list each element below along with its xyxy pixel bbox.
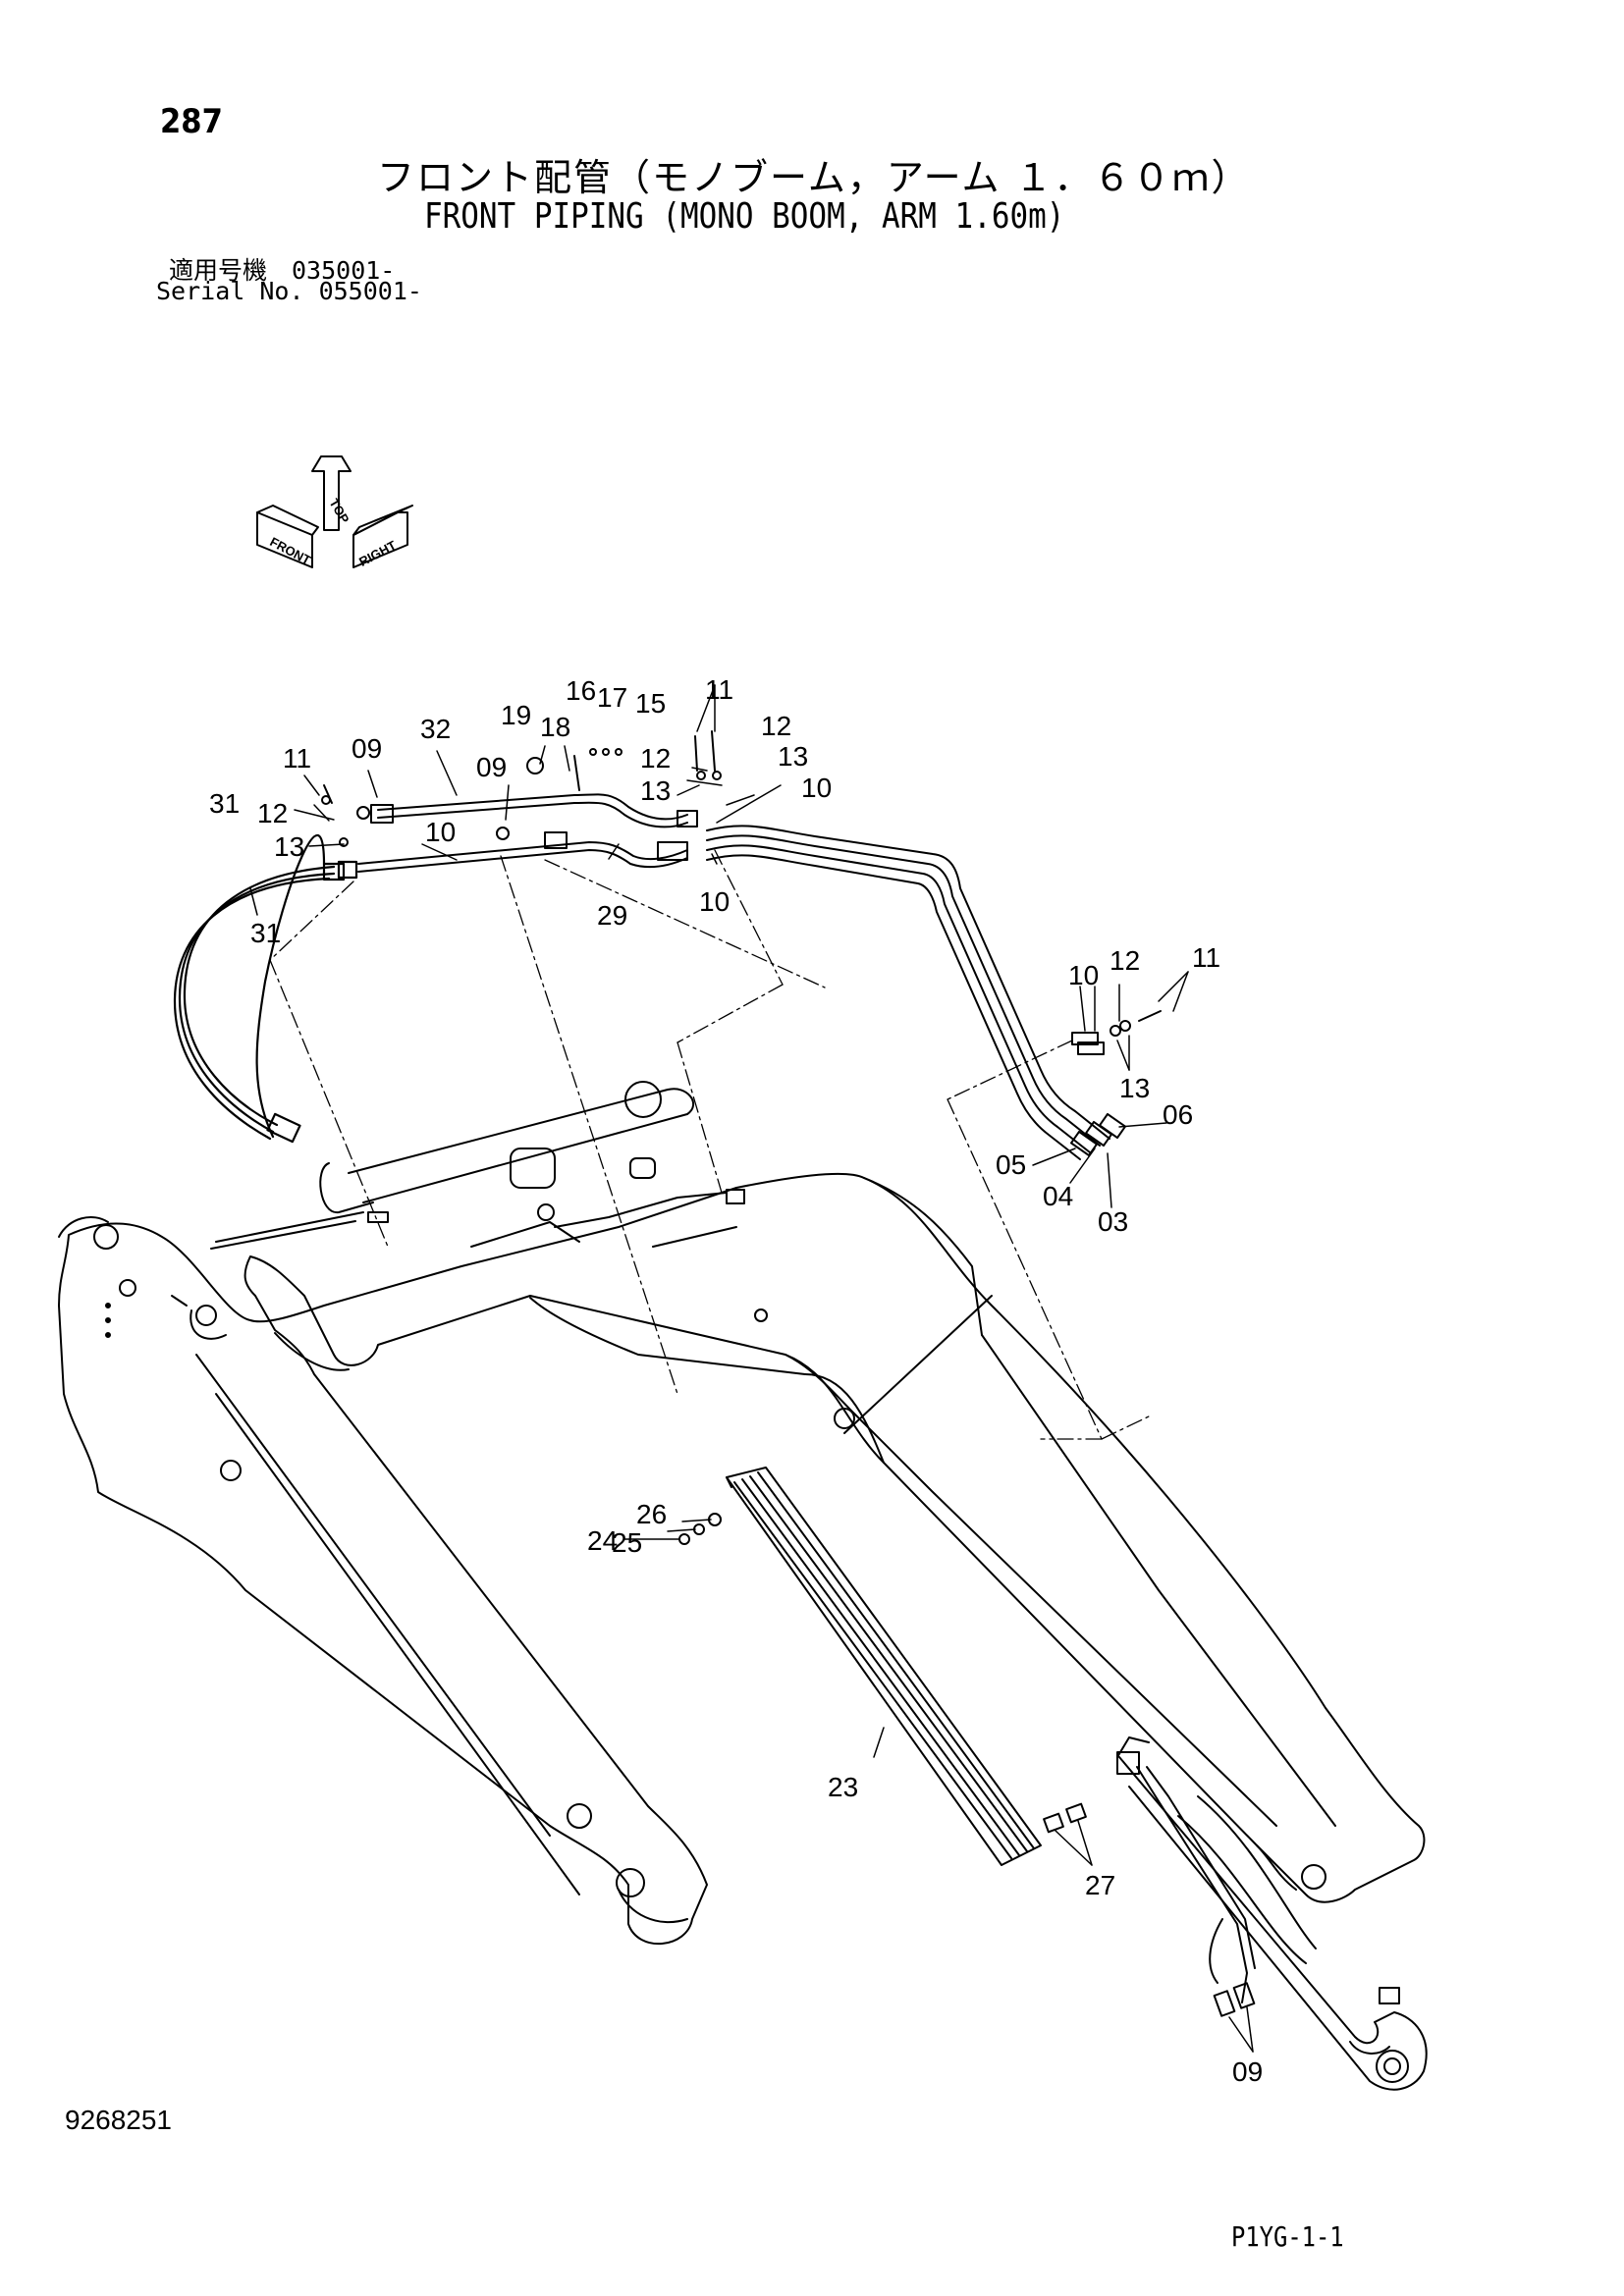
reference-lines	[269, 849, 1150, 1440]
callout-13: 13	[1119, 1073, 1150, 1103]
hose-31	[173, 834, 358, 1144]
callout-24: 24	[587, 1525, 618, 1556]
callout-13: 13	[640, 775, 671, 806]
drawing-number: 9268251	[65, 2105, 173, 2135]
clamp-group-right	[1071, 1010, 1162, 1055]
callout-19: 19	[501, 700, 531, 730]
callout-10: 10	[699, 886, 730, 917]
callout-16: 16	[566, 675, 596, 706]
arm-cylinder	[1116, 1736, 1428, 2091]
page-code: P1YG-1-1	[1231, 2220, 1344, 2253]
callout-10: 10	[1068, 960, 1099, 990]
callout-11: 11	[705, 674, 733, 705]
callout-13: 13	[778, 741, 808, 772]
callout-13: 13	[274, 831, 304, 862]
callout-09: 09	[476, 752, 507, 782]
callout-04: 04	[1043, 1181, 1073, 1211]
callout-12: 12	[761, 711, 791, 741]
callout-29: 29	[597, 900, 627, 931]
callout-18: 18	[540, 712, 570, 742]
callout-09: 09	[1232, 2056, 1263, 2087]
callout-05: 05	[996, 1149, 1026, 1180]
callout-11: 11	[1192, 942, 1220, 973]
callout-10: 10	[801, 773, 832, 803]
callout-26: 26	[636, 1499, 667, 1529]
pipe-29	[357, 827, 688, 873]
callout-11: 11	[283, 743, 311, 774]
serial-number: Serial No. 055001-	[156, 277, 422, 305]
title-english: FRONT PIPING (MONO BOOM, ARM 1.60m)	[424, 196, 1065, 237]
callout-31: 31	[209, 788, 240, 819]
applicable-model: 適用号機 035001-	[169, 256, 396, 285]
callout-15: 15	[635, 688, 666, 719]
leader-lines	[249, 684, 1254, 2053]
callout-32: 32	[420, 714, 451, 744]
callout-31: 31	[250, 918, 281, 948]
callout-25: 25	[612, 1527, 642, 1558]
small-hardware	[321, 730, 1087, 1834]
boom-body	[58, 1172, 1426, 1946]
pipe-32	[356, 793, 698, 828]
title-japanese: フロント配管（モノブーム，アーム １．６０ｍ）	[377, 156, 1251, 199]
callout-12: 12	[640, 743, 671, 774]
callout-06: 06	[1163, 1099, 1193, 1130]
callout-10: 10	[425, 817, 456, 847]
orientation-indicator-icon	[256, 455, 413, 568]
boom-pins	[93, 1157, 1326, 1897]
callout-27: 27	[1085, 1870, 1115, 1900]
callout-09: 09	[352, 733, 382, 764]
callout-23: 23	[828, 1772, 858, 1802]
page-number: 287	[160, 102, 223, 141]
callout-12: 12	[1110, 945, 1140, 976]
cover-23	[726, 1467, 1042, 1866]
pipe-bundle-right	[706, 825, 1127, 1160]
callout-12: 12	[257, 798, 288, 828]
callout-03: 03	[1098, 1206, 1128, 1237]
callout-17: 17	[597, 682, 627, 713]
boom-cylinder	[210, 1081, 695, 1250]
